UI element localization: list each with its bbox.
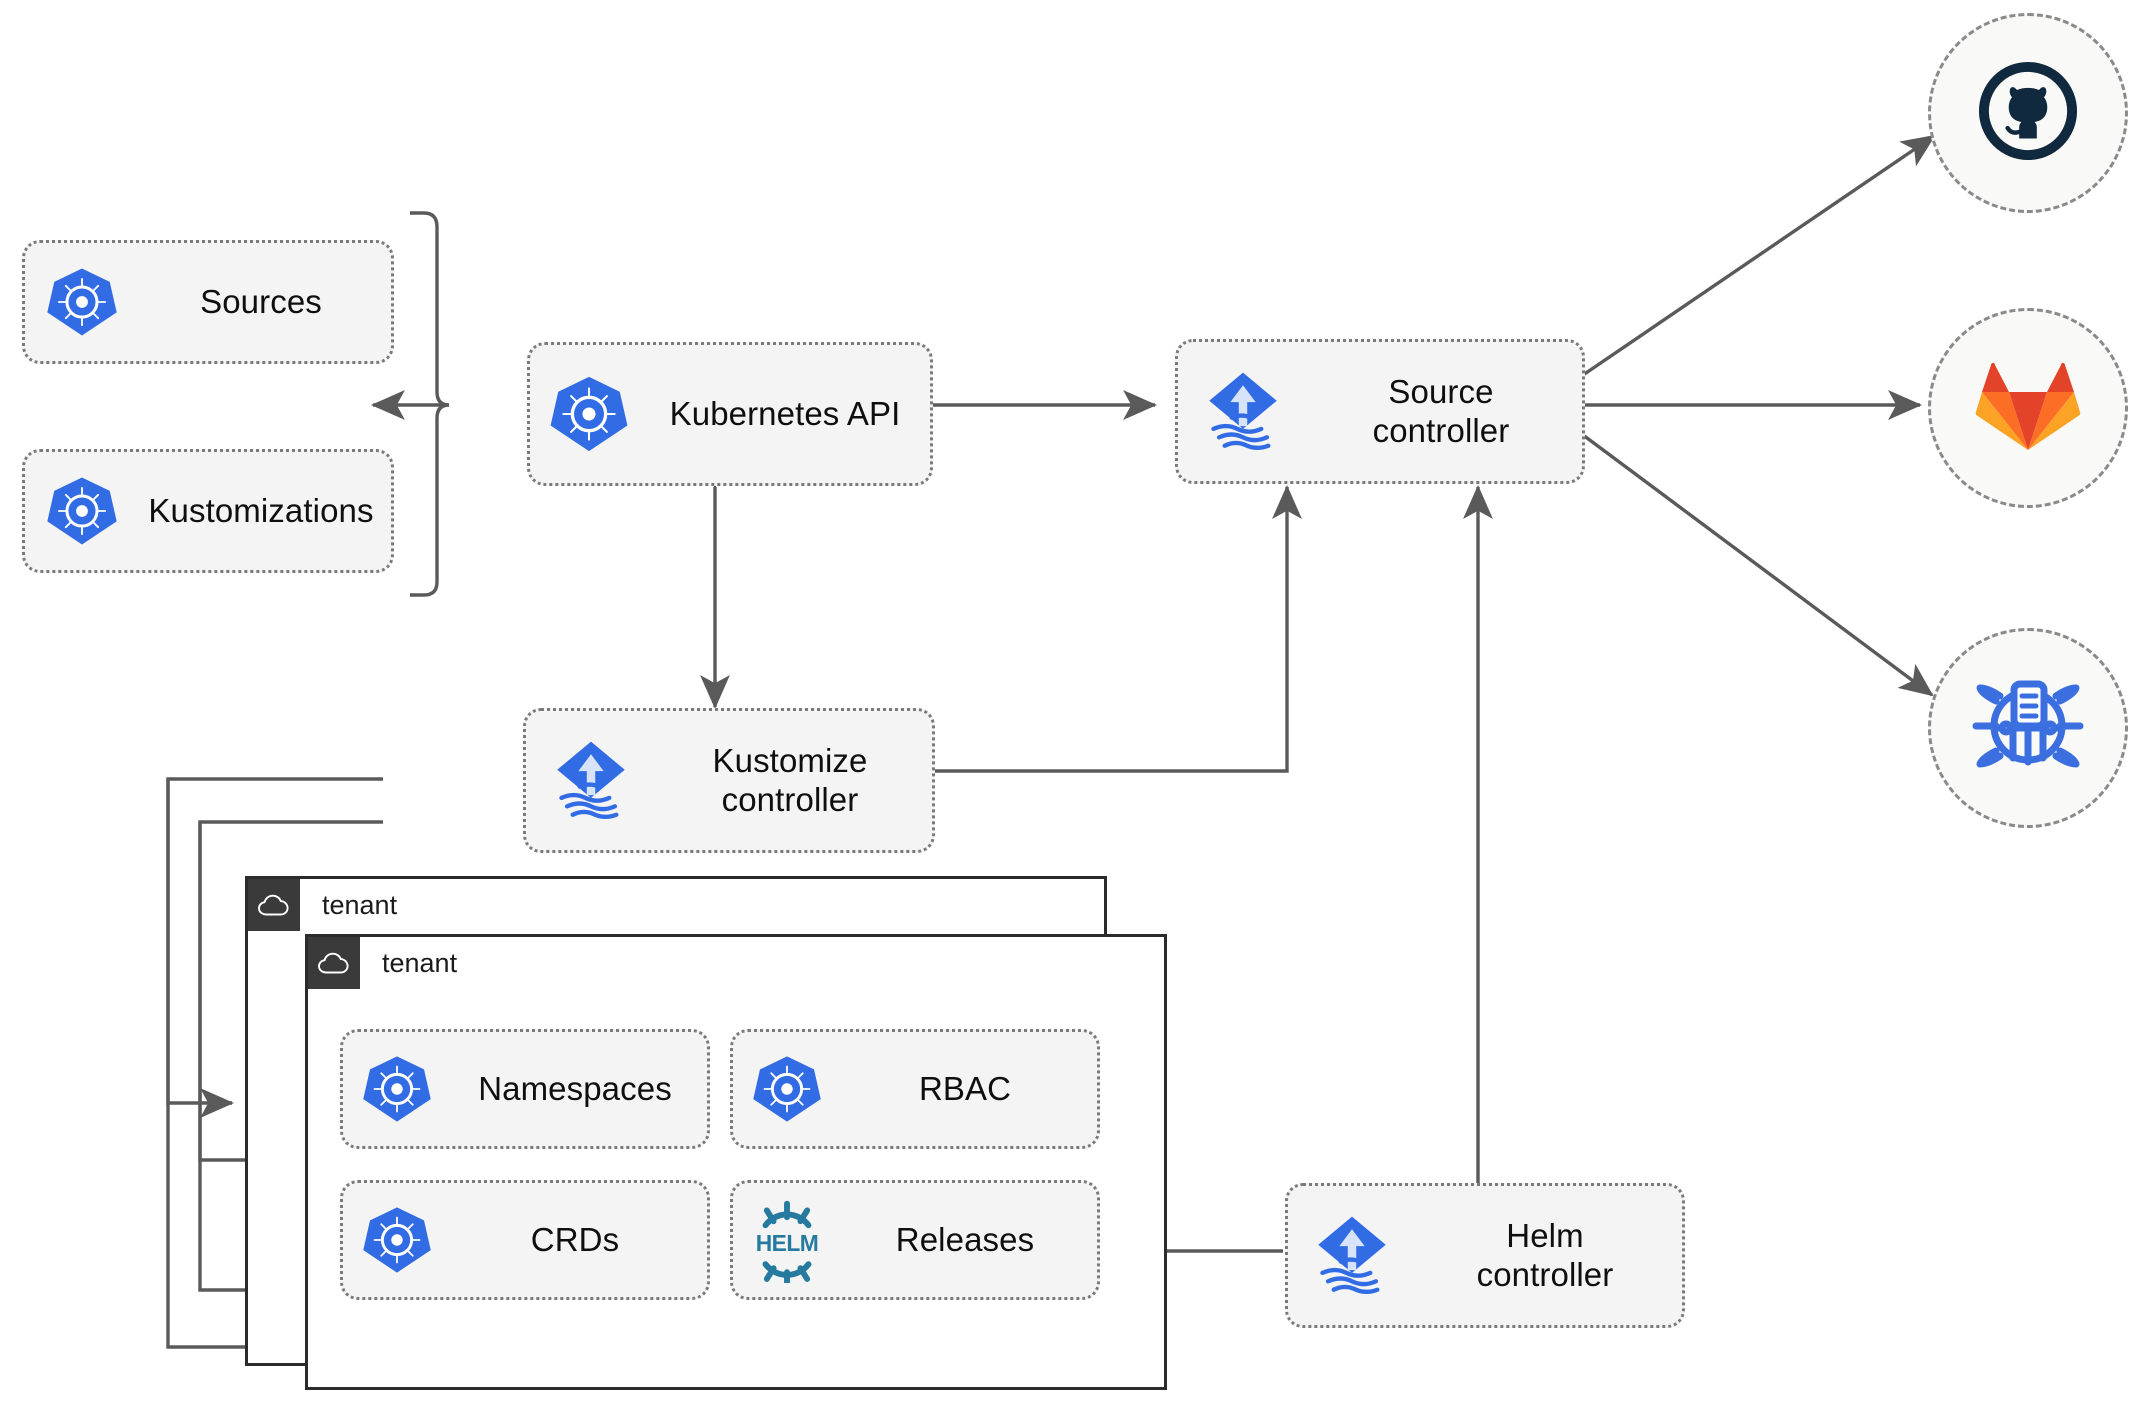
resource-label: Releases bbox=[895, 1220, 1035, 1258]
node-sources[interactable]: Sources bbox=[22, 240, 394, 364]
kubernetes-icon bbox=[25, 474, 139, 548]
cloud-icon bbox=[308, 937, 360, 989]
edge-tenant-outer-rail bbox=[166, 779, 248, 1349]
node-label-line1: Source bbox=[1388, 372, 1494, 410]
node-label-line1: Helm bbox=[1506, 1216, 1584, 1254]
kubernetes-icon bbox=[733, 1053, 841, 1125]
tenant-name: tenant bbox=[322, 889, 398, 920]
node-label-line2: controller bbox=[721, 780, 859, 818]
node-kustomize-controller[interactable]: Kustomize controller bbox=[523, 708, 935, 853]
flux-icon bbox=[526, 736, 656, 826]
node-source-controller[interactable]: Source controller bbox=[1175, 339, 1585, 484]
svg-text:HELM: HELM bbox=[756, 1230, 819, 1256]
repo-gitlab[interactable] bbox=[1928, 308, 2128, 508]
helm-repository-icon bbox=[1968, 666, 2088, 791]
tenant-resource-crds[interactable]: CRDs bbox=[340, 1180, 710, 1300]
resource-label: Namespaces bbox=[478, 1069, 672, 1107]
repo-helm-repository[interactable] bbox=[1928, 628, 2128, 828]
kubernetes-icon bbox=[343, 1204, 451, 1276]
node-kustomizations[interactable]: Kustomizations bbox=[22, 449, 394, 573]
node-label: Kustomizations bbox=[148, 491, 374, 529]
node-kubernetes-api[interactable]: Kubernetes API bbox=[527, 342, 933, 486]
kubernetes-icon bbox=[25, 265, 139, 339]
flux-icon bbox=[1178, 367, 1308, 457]
node-label: Sources bbox=[200, 282, 322, 320]
node-label: Kustomize controller bbox=[656, 742, 932, 820]
kubernetes-icon bbox=[343, 1053, 451, 1125]
repo-github[interactable] bbox=[1928, 13, 2128, 213]
tenant-window-inner[interactable]: tenant bbox=[305, 934, 1167, 1390]
node-label-line2: controller bbox=[1372, 411, 1510, 449]
edge-source-to-github bbox=[1582, 134, 1936, 377]
tenant-titlebar: tenant bbox=[308, 937, 457, 989]
tenant-resource-rbac[interactable]: RBAC bbox=[730, 1029, 1100, 1149]
tenant-titlebar: tenant bbox=[248, 879, 397, 931]
node-label-line1: Kustomize bbox=[712, 741, 868, 779]
node-label: Helm controller bbox=[1416, 1217, 1682, 1295]
resource-label: RBAC bbox=[918, 1069, 1012, 1107]
tenant-resource-namespaces[interactable]: Namespaces bbox=[340, 1029, 710, 1149]
node-label: Source controller bbox=[1308, 373, 1582, 451]
edge-group-bracket bbox=[410, 211, 450, 597]
flux-icon bbox=[1288, 1211, 1416, 1301]
resource-label: CRDs bbox=[530, 1220, 620, 1258]
gitlab-icon bbox=[1975, 356, 2081, 461]
kubernetes-icon bbox=[530, 373, 648, 455]
github-icon bbox=[1974, 57, 2082, 170]
node-label: Kubernetes API bbox=[669, 394, 901, 432]
cloud-icon bbox=[248, 879, 300, 931]
node-helm-controller[interactable]: Helm controller bbox=[1285, 1183, 1685, 1328]
node-label-line2: controller bbox=[1476, 1255, 1614, 1293]
edge-source-to-helmrepo bbox=[1581, 433, 1934, 697]
tenant-resource-releases[interactable]: HELM Releases bbox=[730, 1180, 1100, 1300]
helm-icon: HELM bbox=[733, 1197, 841, 1283]
tenant-name: tenant bbox=[382, 947, 458, 978]
